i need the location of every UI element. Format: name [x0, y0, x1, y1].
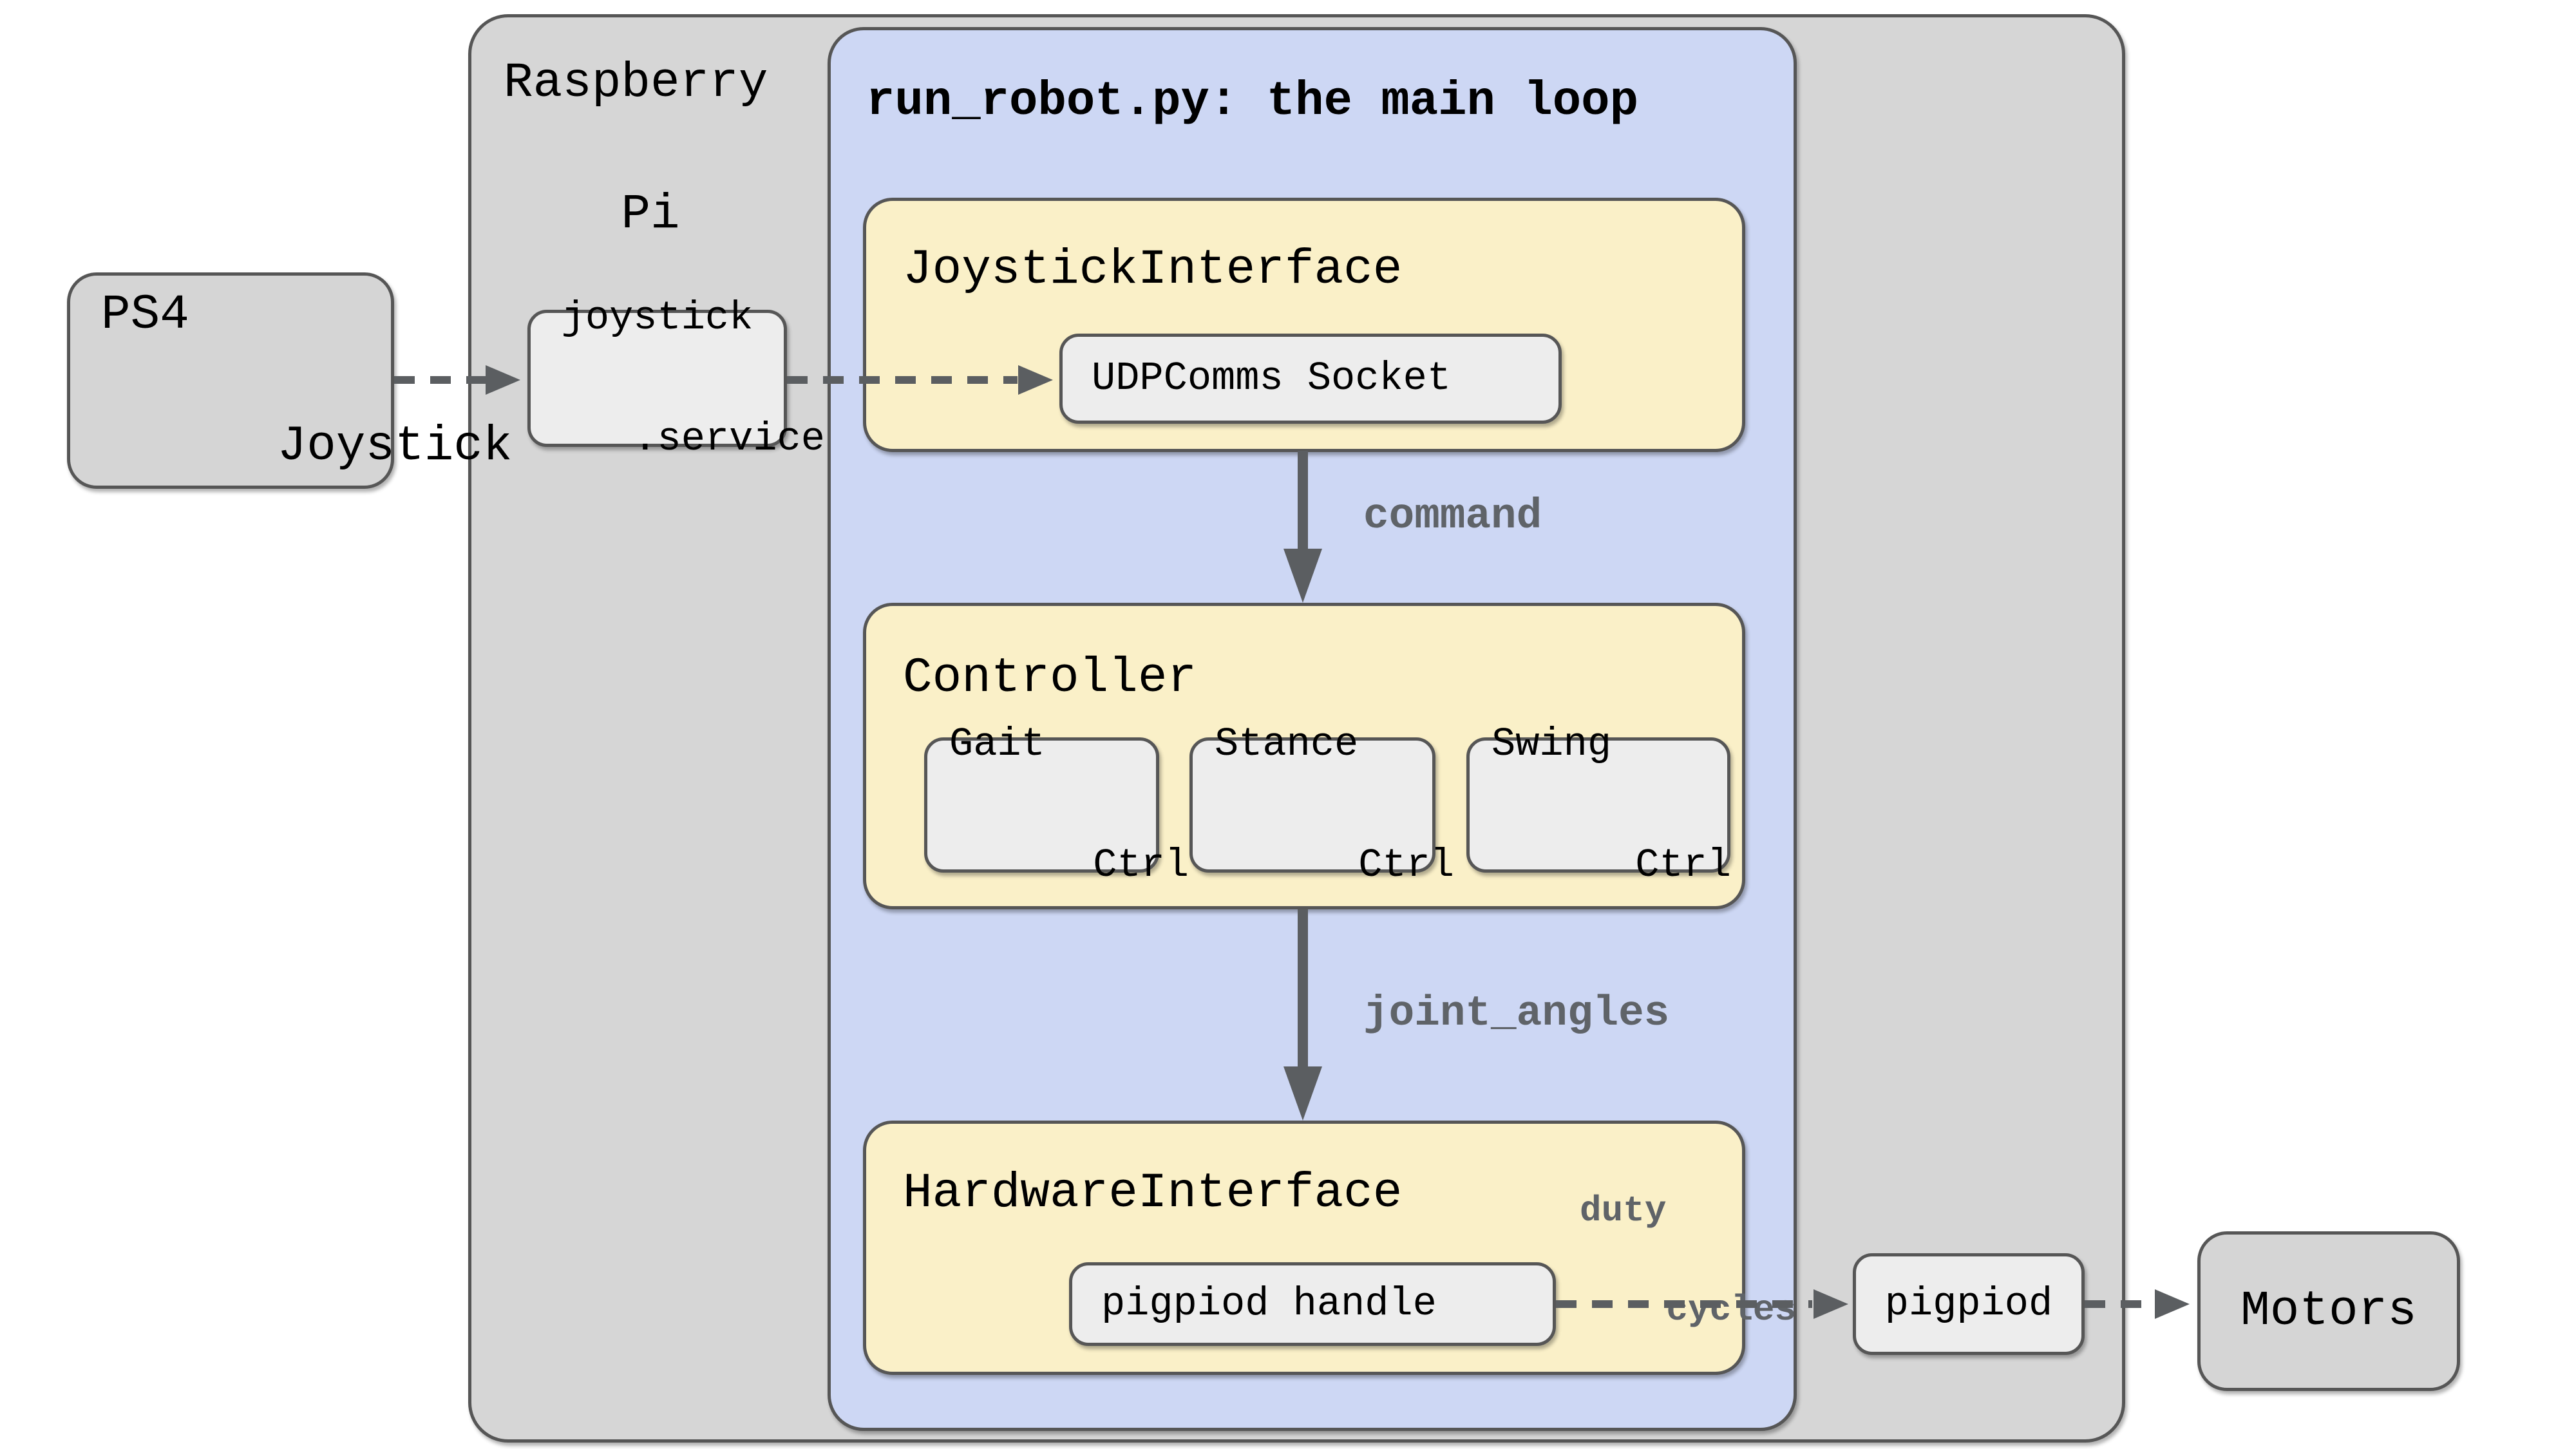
- arrow-handle-to-pigpiod-line: [1556, 1300, 1812, 1308]
- motors-label: Motors: [2240, 1283, 2417, 1339]
- arrow-pigpiod-to-motors-line: [2085, 1300, 2154, 1308]
- controller-label: Controller: [903, 650, 1197, 706]
- joystick-service-label: joystick .service: [489, 288, 825, 469]
- motors-node: Motors: [2197, 1231, 2460, 1391]
- duty-cycles-line2: cycles: [1666, 1289, 1797, 1331]
- gait-ctrl-node: Gait Ctrl: [924, 721, 1189, 888]
- gait-ctrl-label: Gait Ctrl: [949, 714, 1189, 896]
- ps4-joystick-node: PS4 Joystick: [67, 272, 513, 489]
- duty-cycles-line1: duty: [1580, 1190, 1667, 1231]
- raspberry-pi-label: Raspberry Pi: [504, 50, 768, 247]
- swing-ctrl-node: Swing Ctrl: [1466, 721, 1731, 888]
- joystick-service-line1: joystick: [561, 294, 753, 341]
- arrow-pigpiod-to-motors-head: [2155, 1289, 2190, 1319]
- udpcomms-socket-label: UDPComms Socket: [1092, 355, 1452, 401]
- stance-ctrl-line2: Ctrl: [1358, 842, 1455, 888]
- stance-ctrl-label: Stance Ctrl: [1215, 714, 1454, 896]
- stance-ctrl-line1: Stance: [1215, 721, 1359, 767]
- joystick-interface-label: JoystickInterface: [903, 242, 1403, 298]
- joint-angles-label: joint_angles: [1363, 989, 1670, 1037]
- raspberry-pi-label-line1: Raspberry: [504, 55, 768, 111]
- hardware-interface-label: HardwareInterface: [903, 1166, 1403, 1221]
- arrow-joint-angles-line: [1298, 909, 1308, 1070]
- ps4-joystick-label: PS4 Joystick: [101, 282, 513, 479]
- ps4-label-line2: Joystick: [277, 419, 513, 474]
- joystick-interface-module: [863, 198, 1745, 452]
- pigpiod-label: pigpiod: [1884, 1281, 2053, 1327]
- udpcomms-socket-node: UDPComms Socket: [1059, 334, 1562, 424]
- arrow-handle-to-pigpiod-head: [1814, 1289, 1848, 1319]
- arrow-ps4-to-service-line: [394, 376, 488, 384]
- arrow-command-head: [1283, 549, 1322, 603]
- joystick-service-node: joystick .service: [527, 295, 825, 462]
- main-loop-title: run_robot.py: the main loop: [866, 75, 1638, 129]
- pigpiod-node: pigpiod: [1853, 1253, 2085, 1355]
- joystick-service-line2: .service: [633, 415, 825, 462]
- swing-ctrl-line2: Ctrl: [1635, 842, 1732, 888]
- arrow-joint-angles-head: [1283, 1066, 1322, 1121]
- swing-ctrl-line1: Swing: [1492, 721, 1612, 767]
- arrow-ps4-to-service-head: [486, 365, 520, 395]
- pigpiod-handle-node: pigpiod handle: [1069, 1262, 1556, 1346]
- arrow-command-line: [1298, 451, 1308, 551]
- stance-ctrl-node: Stance Ctrl: [1189, 721, 1454, 888]
- pigpiod-handle-label: pigpiod handle: [1101, 1281, 1437, 1327]
- command-label: command: [1363, 492, 1542, 540]
- arrow-service-to-udp-line: [787, 376, 1018, 384]
- duty-cycles-label: duty cycles: [1580, 1186, 1796, 1335]
- gait-ctrl-line1: Gait: [949, 721, 1045, 767]
- arrow-service-to-udp-head: [1018, 365, 1053, 395]
- ps4-label-line1: PS4: [101, 287, 189, 343]
- swing-ctrl-label: Swing Ctrl: [1492, 714, 1731, 896]
- raspberry-pi-label-line2: Pi: [621, 187, 680, 242]
- gait-ctrl-line2: Ctrl: [1093, 842, 1189, 888]
